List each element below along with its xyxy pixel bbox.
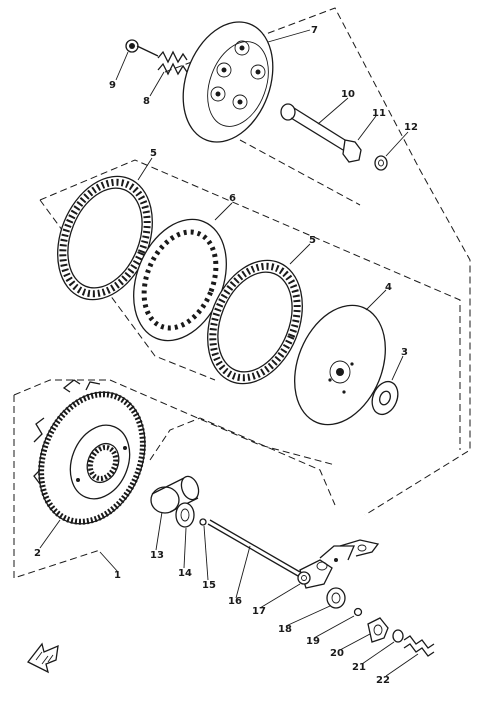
callout-7: 7 bbox=[311, 25, 318, 36]
callout-8: 8 bbox=[143, 96, 150, 107]
lock-nut-11 bbox=[342, 139, 362, 163]
callout-12: 12 bbox=[404, 122, 418, 133]
callout-22: 22 bbox=[376, 675, 390, 686]
thrust-washer-3 bbox=[371, 380, 399, 416]
callout-6: 6 bbox=[229, 193, 236, 204]
bolt-9 bbox=[125, 39, 159, 57]
callout-10: 10 bbox=[341, 89, 355, 100]
steel-plate-6 bbox=[133, 218, 227, 342]
callout-13: 13 bbox=[150, 550, 164, 561]
screw-22 bbox=[403, 635, 435, 657]
spacer-13 bbox=[150, 475, 200, 514]
ring-19 bbox=[353, 607, 363, 617]
leader-lines bbox=[39, 29, 419, 677]
callout-3: 3 bbox=[401, 347, 408, 358]
adjuster-18 bbox=[326, 587, 346, 609]
callout-18: 18 bbox=[278, 624, 292, 635]
ball-15 bbox=[199, 518, 207, 526]
callout-14: 14 bbox=[178, 568, 192, 579]
callout-19: 19 bbox=[306, 636, 320, 647]
callout-16: 16 bbox=[228, 596, 242, 607]
callout-15: 15 bbox=[202, 580, 216, 591]
friction-plate-5b bbox=[207, 259, 303, 385]
callout-2: 2 bbox=[34, 548, 41, 559]
front-arrow-icon bbox=[27, 642, 59, 674]
callout-5b: 5 bbox=[309, 235, 316, 246]
callout-20: 20 bbox=[330, 648, 344, 659]
callout-5a: 5 bbox=[150, 148, 157, 159]
callout-9: 9 bbox=[109, 80, 116, 91]
release-mechanism bbox=[299, 539, 380, 589]
clutch-housing-2 bbox=[33, 379, 146, 525]
push-rod-16 bbox=[207, 519, 301, 577]
pressure-plate-7 bbox=[182, 21, 274, 143]
spring-8 bbox=[157, 50, 188, 76]
friction-plate-5a bbox=[57, 175, 153, 301]
callout-21: 21 bbox=[352, 662, 366, 673]
bearing-17 bbox=[297, 571, 311, 585]
washer-12 bbox=[374, 155, 388, 171]
washer-14 bbox=[175, 502, 195, 528]
callout-11: 11 bbox=[372, 108, 386, 119]
clutch-boss-4 bbox=[294, 304, 386, 426]
outline-frames bbox=[13, 7, 471, 579]
push-rod-10 bbox=[280, 103, 346, 151]
cable-end-20 bbox=[367, 617, 389, 643]
callout-17: 17 bbox=[252, 606, 266, 617]
callout-labels: 7 9 8 10 11 12 5 6 5 4 3 2 1 13 14 15 16… bbox=[34, 25, 418, 686]
callout-1: 1 bbox=[114, 570, 121, 581]
callout-4: 4 bbox=[385, 282, 392, 293]
washer-21 bbox=[392, 629, 404, 643]
